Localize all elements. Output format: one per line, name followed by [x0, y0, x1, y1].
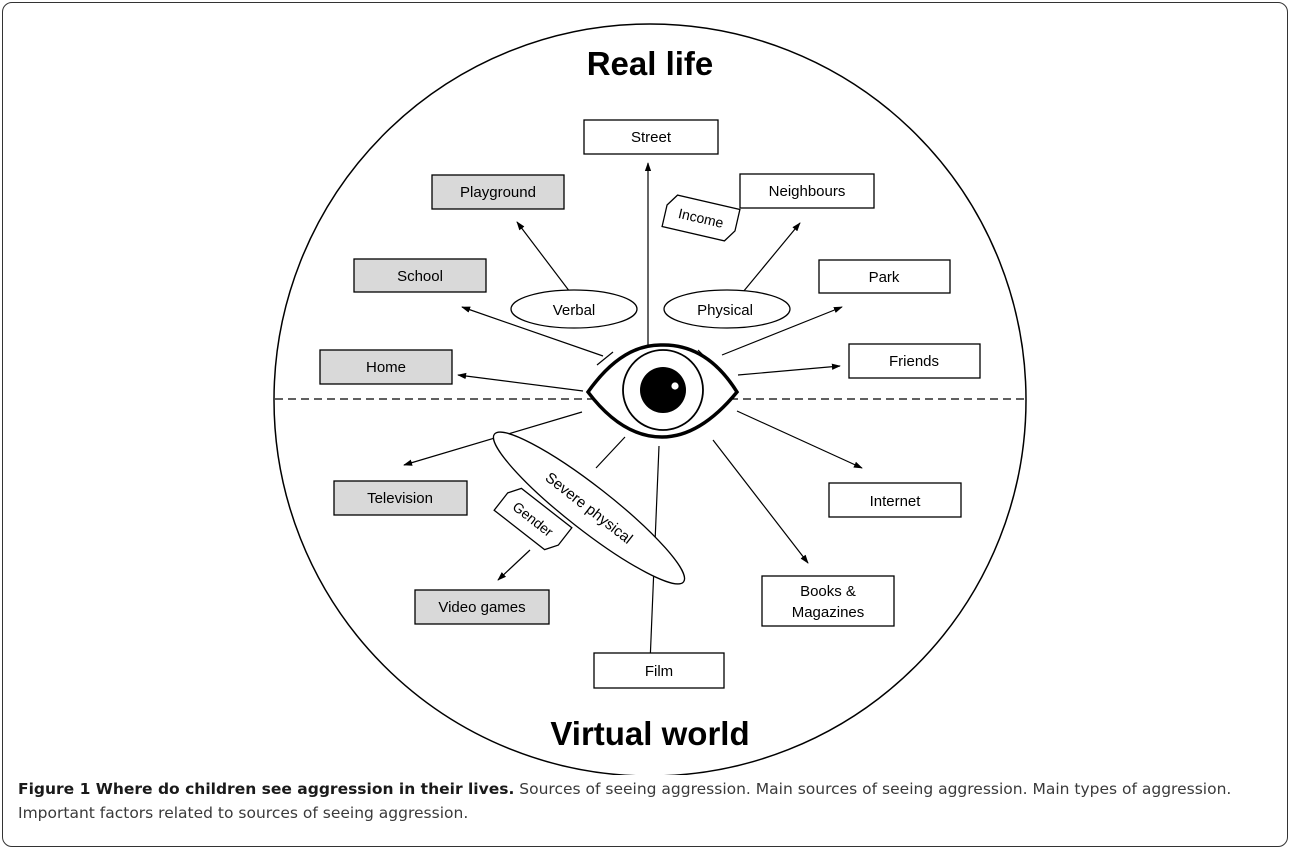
- ellipse-verbal: [510, 289, 638, 329]
- label-physical: Physical: [697, 302, 753, 319]
- arrow-books: [712, 439, 809, 564]
- caption-text: Sources of seeing aggression. Main sourc…: [18, 780, 1232, 822]
- box-school: [353, 258, 487, 293]
- outer-circle: [273, 23, 1027, 775]
- box-film: [593, 652, 725, 689]
- arrow-tail-verbal: [596, 351, 614, 366]
- real-life-heading: Real life: [587, 45, 714, 82]
- hexagon-gender: [493, 487, 573, 551]
- box-home: [319, 349, 453, 385]
- aggression-sources-diagram: Real life Virtual world Street Playgroun…: [273, 23, 1027, 775]
- box-television: [333, 480, 468, 516]
- arrow-tail-severe: [595, 436, 626, 469]
- box-playground: [431, 174, 565, 210]
- label-friends: Friends: [889, 353, 939, 370]
- label-school: School: [397, 268, 443, 285]
- arrow-video-games: [497, 549, 531, 581]
- label-film: Film: [645, 663, 673, 680]
- label-home: Home: [366, 359, 406, 376]
- ellipse-physical: [663, 289, 791, 329]
- arrow-internet: [736, 410, 863, 469]
- box-internet: [828, 482, 962, 518]
- ellipse-severe-physical: [492, 431, 686, 585]
- arrows: [403, 162, 863, 664]
- income-factor: Income: [661, 194, 741, 242]
- label-internet: Internet: [870, 493, 922, 510]
- arrow-friends: [737, 363, 841, 376]
- caption-lead: Figure 1 Where do children see aggressio…: [18, 780, 515, 798]
- label-books-line2: Magazines: [792, 604, 865, 621]
- figure-caption: Figure 1 Where do children see aggressio…: [18, 777, 1268, 825]
- real-life-sources: Street Playground Neighbours School Park…: [319, 119, 981, 385]
- box-neighbours: [739, 173, 875, 209]
- eye-icon: [585, 343, 740, 439]
- arrow-school: [461, 306, 604, 357]
- label-television: Television: [367, 490, 433, 507]
- label-verbal: Verbal: [553, 302, 596, 319]
- arrow-playground: [516, 221, 571, 293]
- box-park: [818, 259, 951, 294]
- box-friends: [848, 343, 981, 379]
- arrow-home: [457, 372, 584, 392]
- virtual-world-heading: Virtual world: [550, 715, 749, 752]
- arrow-park: [721, 306, 843, 356]
- hexagon-income: [661, 194, 741, 242]
- label-video-games: Video games: [438, 599, 525, 616]
- box-street: [583, 119, 719, 155]
- label-books-line1: Books &: [800, 583, 856, 600]
- label-playground: Playground: [460, 184, 536, 201]
- arrow-neighbours: [742, 222, 801, 293]
- virtual-world-sources: Television Internet Video games Books & …: [333, 480, 962, 689]
- label-neighbours: Neighbours: [769, 183, 846, 200]
- box-books-magazines: [761, 575, 895, 627]
- label-park: Park: [869, 269, 900, 286]
- box-video-games: [414, 589, 550, 625]
- label-street: Street: [631, 129, 672, 146]
